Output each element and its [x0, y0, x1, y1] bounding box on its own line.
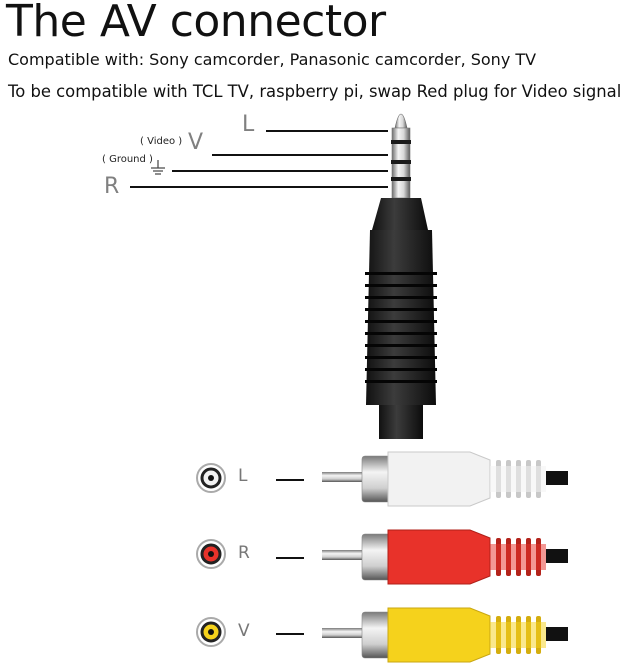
compat-line-1: Compatible with: Sony camcorder, Panason…	[8, 50, 537, 69]
compat-line-2: To be compatible with TCL TV, raspberry …	[8, 82, 622, 101]
rca-jack-icon-v	[196, 617, 226, 647]
trrs-insulator-2	[391, 160, 411, 164]
rca-jack-icon-l	[196, 463, 226, 493]
trrs-insulator-1	[391, 140, 411, 144]
trrs-plug	[365, 113, 437, 439]
rca-plug-l	[196, 451, 568, 507]
trrs-neck	[372, 198, 428, 230]
rca-jack-icon-r	[196, 539, 226, 569]
rca-plug-v	[196, 607, 568, 663]
pin-label-v: V	[188, 130, 204, 155]
trrs-body	[366, 230, 436, 405]
trrs-insulator-3	[391, 177, 411, 181]
page-title: The AV connector	[6, 0, 386, 47]
rca-label-r: R	[238, 543, 250, 563]
trrs-grip-ridges	[365, 272, 437, 383]
trrs-tip	[394, 113, 408, 129]
pin-label-l: L	[242, 112, 255, 137]
rca-label-v: V	[238, 621, 250, 641]
pin-leader-lines	[130, 130, 388, 188]
ground-icon	[151, 160, 165, 175]
rca-plug-r	[196, 529, 568, 585]
pin-note-video: ( Video )	[140, 136, 183, 147]
rca-label-l: L	[238, 466, 248, 486]
pin-label-r: R	[104, 174, 120, 199]
trrs-cable	[379, 405, 423, 439]
pin-note-ground: ( Ground )	[102, 154, 153, 165]
